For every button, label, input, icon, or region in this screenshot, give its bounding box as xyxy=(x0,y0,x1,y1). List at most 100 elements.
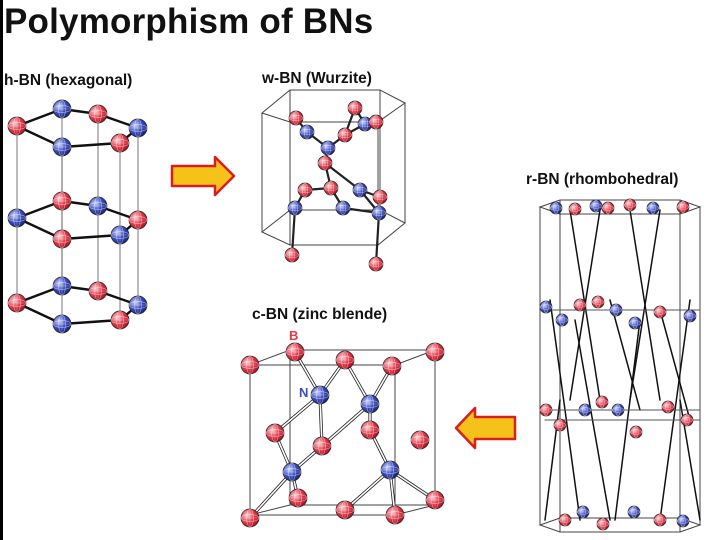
boron-atom xyxy=(265,423,285,443)
nitrogen-atom xyxy=(320,140,336,156)
boron-atom xyxy=(539,403,553,417)
boron-atom xyxy=(284,247,300,263)
nitrogen-atom xyxy=(282,462,302,482)
nitrogen-atom xyxy=(578,403,592,417)
boron-atom xyxy=(110,133,130,153)
boron-atom xyxy=(425,490,445,510)
nitrogen-atom xyxy=(52,99,72,119)
boron-atom xyxy=(623,198,637,212)
nitrogen-atom xyxy=(7,208,27,228)
boron-atom xyxy=(653,513,667,527)
boron-atom xyxy=(385,505,405,525)
boron-atom xyxy=(591,295,605,309)
label-nitrogen: N xyxy=(299,385,309,400)
bond-line xyxy=(544,399,561,521)
nitrogen-atom xyxy=(676,514,690,528)
nitrogen-atom xyxy=(380,460,400,480)
label-c-bn: c-BN (zinc blende) xyxy=(252,306,388,323)
bond-line xyxy=(659,309,691,421)
boron-atom xyxy=(88,104,108,124)
boron-atom xyxy=(368,114,384,130)
nitrogen-atom xyxy=(352,182,368,198)
boron-atom xyxy=(7,116,27,136)
nitrogen-atom xyxy=(555,313,569,327)
boron-atom xyxy=(680,413,694,427)
boron-atom xyxy=(661,400,675,414)
boron-atom xyxy=(297,182,313,198)
nitrogen-atom xyxy=(360,394,380,414)
boron-atom xyxy=(240,355,260,375)
boron-atom xyxy=(568,202,582,216)
w-bn-structure xyxy=(260,89,406,272)
boron-atom xyxy=(573,298,587,312)
nitrogen-atom xyxy=(128,295,148,315)
nitrogen-atom xyxy=(299,124,315,140)
boron-atom xyxy=(337,127,353,143)
nitrogen-atom xyxy=(609,303,623,317)
boron-atom xyxy=(317,155,333,171)
boron-atom xyxy=(382,356,402,376)
bond-line xyxy=(374,211,381,266)
bond-line xyxy=(60,318,122,326)
bond-line xyxy=(609,299,641,411)
nitrogen-atom xyxy=(52,276,72,296)
boron-atom xyxy=(312,436,332,456)
cell-edge xyxy=(260,89,406,123)
boron-atom xyxy=(360,420,380,440)
arrow-right-icon xyxy=(170,155,236,197)
bond-line xyxy=(60,233,122,241)
boron-atom xyxy=(52,229,72,249)
nitrogen-atom xyxy=(646,201,660,215)
boron-atom xyxy=(288,110,304,126)
nitrogen-atom xyxy=(539,300,553,314)
bond-line xyxy=(60,141,122,149)
nitrogen-atom xyxy=(589,199,603,213)
boron-atom xyxy=(335,500,355,520)
boron-atom xyxy=(595,395,609,409)
nitrogen-atom xyxy=(628,316,642,330)
boron-atom xyxy=(372,189,388,205)
boron-atom xyxy=(323,180,339,196)
bond-line xyxy=(344,469,391,511)
boron-atom xyxy=(335,350,355,370)
boron-atom xyxy=(7,293,27,313)
label-r-bn: r-BN (rhombohedral) xyxy=(526,171,679,188)
label-w-bn: w-BN (Wurzite) xyxy=(262,70,372,87)
label-boron: B xyxy=(289,328,299,343)
nitrogen-atom xyxy=(128,118,148,138)
boron-atom xyxy=(410,430,430,450)
nitrogen-atom xyxy=(627,505,641,519)
boron-atom xyxy=(288,488,308,508)
nitrogen-atom xyxy=(357,116,373,132)
boron-atom xyxy=(88,281,108,301)
bond-line xyxy=(321,403,371,447)
nitrogen-atom xyxy=(371,205,387,221)
nitrogen-atom xyxy=(88,196,108,216)
boron-atom xyxy=(347,100,363,116)
nitrogen-atom xyxy=(549,201,563,215)
boron-atom xyxy=(128,210,148,230)
boron-atom xyxy=(558,513,572,527)
boron-atom xyxy=(285,342,305,362)
boron-atom xyxy=(629,425,643,439)
left-edge-bar xyxy=(0,0,3,540)
bond-line xyxy=(249,471,293,519)
boron-atom xyxy=(653,305,667,319)
bond-line xyxy=(290,206,297,257)
bond-line xyxy=(629,209,661,401)
label-h-bn: h-BN (hexagonal) xyxy=(4,72,133,89)
boron-atom xyxy=(240,508,260,528)
arrow-left-icon xyxy=(454,406,517,450)
nitrogen-atom xyxy=(52,137,72,157)
cell-edge xyxy=(538,199,702,215)
nitrogen-atom xyxy=(310,385,330,405)
nitrogen-atom xyxy=(683,309,697,323)
boron-atom xyxy=(368,256,384,272)
nitrogen-atom xyxy=(611,403,625,417)
bond-line xyxy=(274,394,321,434)
nitrogen-atom xyxy=(335,200,351,216)
nitrogen-atom xyxy=(52,314,72,334)
boron-atom xyxy=(676,200,690,214)
nitrogen-atom xyxy=(110,225,130,245)
page-title: Polymorphism of BNs xyxy=(4,2,374,41)
